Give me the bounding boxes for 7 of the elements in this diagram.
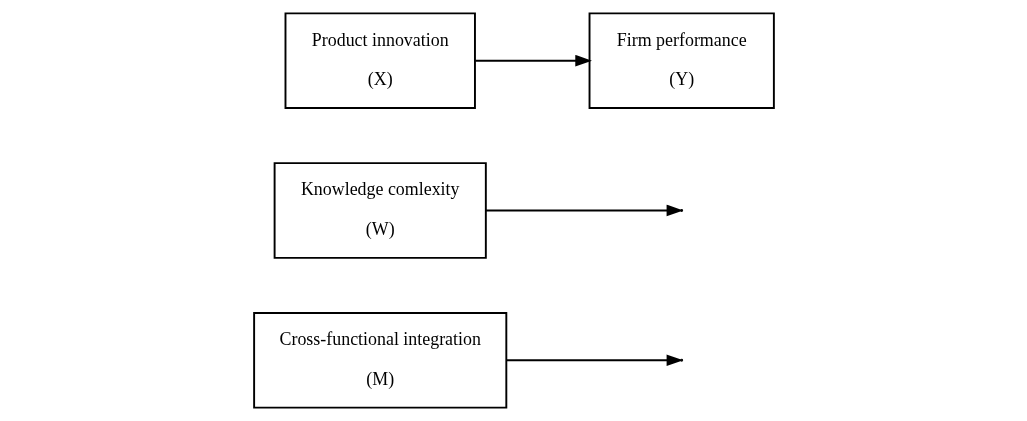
node-box: Product innovation (X) bbox=[284, 12, 476, 110]
node-box: Cross-functional integration (M) bbox=[252, 311, 507, 409]
arrow bbox=[484, 204, 683, 217]
node-box: Knowledge comlexity (W) bbox=[273, 162, 487, 259]
arrow bbox=[505, 354, 683, 367]
arrow bbox=[473, 54, 592, 67]
node-box: Firm performance (Y) bbox=[588, 12, 775, 110]
